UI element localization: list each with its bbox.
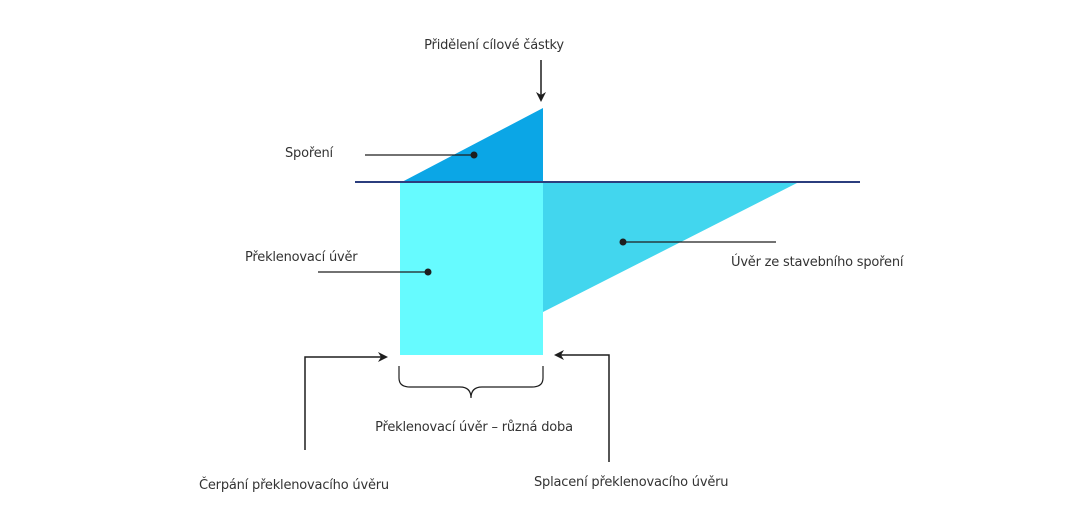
savings-leader-dot (470, 151, 478, 159)
label-target-amount-allocation: Přidělení cílové částky (424, 38, 564, 53)
repayment-arrow (554, 350, 610, 462)
bridging-loan-area (400, 183, 543, 355)
building-savings-loan-area (543, 183, 797, 312)
duration-brace (398, 366, 544, 399)
label-bridging-loan-repayment: Splacení překlenovacího úvěru (534, 475, 728, 490)
label-savings: Spoření (285, 146, 334, 161)
bridging-loan-leader-dot (424, 268, 432, 276)
label-bridging-loan: Překlenovací úvěr (245, 250, 358, 265)
savings-area (400, 108, 543, 183)
label-building-savings-loan: Úvěr ze stavebního spoření (731, 254, 904, 270)
drawdown-arrow (304, 352, 388, 450)
label-bridging-loan-drawdown: Čerpání překlenovacího úvěru (199, 477, 389, 493)
label-bridging-loan-duration: Překlenovací úvěr – různá doba (375, 420, 573, 435)
